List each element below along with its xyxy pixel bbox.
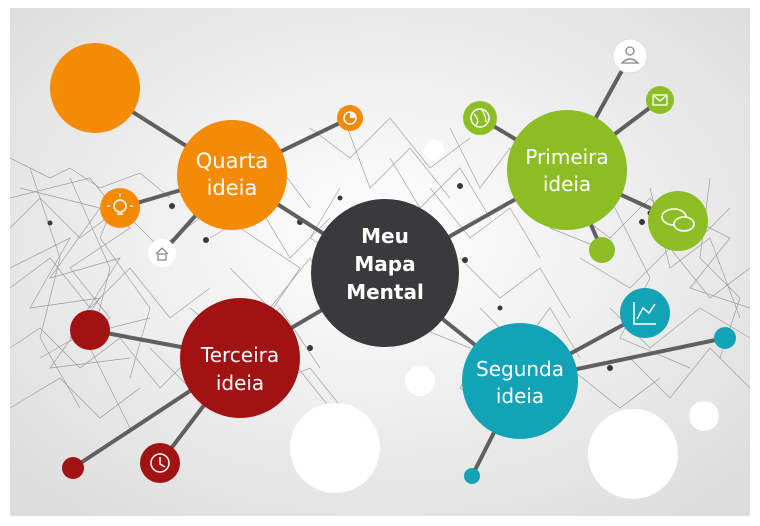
center-line2: Mapa bbox=[354, 252, 415, 276]
segunda-small-satellite bbox=[464, 468, 480, 484]
center-node[interactable]: Meu Mapa Mental bbox=[311, 199, 459, 347]
terceira-small-satellite bbox=[62, 457, 84, 479]
center-line1: Meu bbox=[361, 224, 409, 248]
white-bubble-large bbox=[290, 403, 380, 493]
branch-segunda-line2: ideia bbox=[496, 384, 544, 408]
white-bubble bbox=[405, 366, 435, 396]
globe-icon[interactable] bbox=[463, 101, 497, 135]
pie-chart-icon[interactable] bbox=[337, 105, 363, 131]
branch-quarta-line1: Quarta bbox=[196, 149, 268, 173]
mind-map-canvas: Quarta ideia Primeira ideia Segunda idei… bbox=[10, 8, 750, 516]
quarta-large-satellite bbox=[50, 43, 140, 133]
terceira-satellite bbox=[70, 310, 110, 350]
branch-quarta-line2: ideia bbox=[207, 176, 258, 200]
center-line3: Mental bbox=[346, 280, 424, 304]
white-bubble-right bbox=[689, 401, 719, 431]
chat-icon[interactable] bbox=[648, 191, 708, 251]
branch-terceira-line1: Terceira bbox=[200, 343, 279, 367]
white-bubble-large-right bbox=[588, 409, 678, 499]
segunda-satellite bbox=[714, 327, 736, 349]
branch-primeira-line1: Primeira bbox=[525, 145, 608, 169]
mail-icon[interactable] bbox=[646, 86, 674, 114]
branch-terceira[interactable]: Terceira ideia bbox=[180, 298, 300, 418]
branch-primeira[interactable]: Primeira ideia bbox=[507, 110, 627, 230]
white-bubble-small bbox=[424, 140, 444, 160]
clock-icon[interactable] bbox=[140, 443, 180, 483]
branch-terceira-line2: ideia bbox=[216, 371, 264, 395]
branch-primeira-line2: ideia bbox=[543, 172, 591, 196]
lightbulb-icon[interactable] bbox=[100, 188, 140, 228]
primeira-small-satellite bbox=[589, 237, 615, 263]
chart-icon[interactable] bbox=[620, 288, 670, 338]
branch-segunda[interactable]: Segunda ideia bbox=[462, 323, 578, 439]
user-icon[interactable] bbox=[612, 38, 648, 74]
branch-quarta[interactable]: Quarta ideia bbox=[177, 120, 287, 230]
branch-segunda-line1: Segunda bbox=[476, 357, 564, 381]
home-icon[interactable] bbox=[148, 239, 176, 267]
